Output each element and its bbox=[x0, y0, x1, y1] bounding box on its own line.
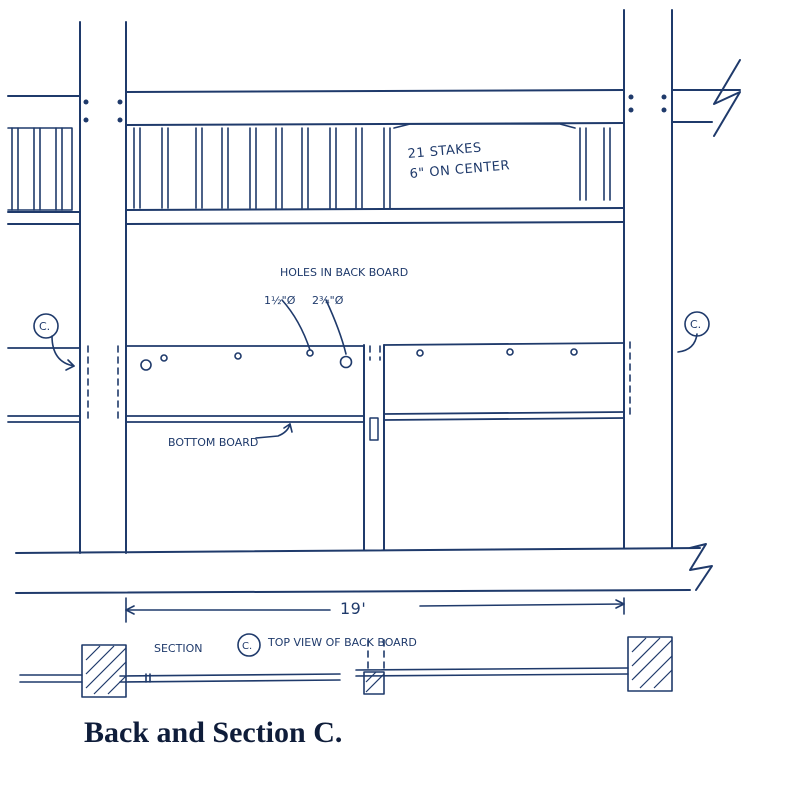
section-hatching bbox=[85, 637, 673, 695]
section-marker-left: C. bbox=[39, 320, 50, 333]
holes-label: HOLES IN BACK BOARD bbox=[280, 266, 408, 279]
bottom-board-label: BOTTOM BOARD bbox=[168, 436, 258, 449]
ground-lines bbox=[15, 543, 713, 594]
dimension-label: 19' bbox=[340, 599, 366, 618]
section-plan bbox=[19, 636, 673, 698]
post-right bbox=[623, 9, 673, 549]
section-circle-label: C. bbox=[242, 641, 252, 652]
stakes-label-line1: 21 STAKES bbox=[407, 141, 482, 162]
dimension-line bbox=[125, 597, 625, 623]
bolts bbox=[83, 94, 667, 123]
figure-caption: Back and Section C. bbox=[84, 716, 343, 749]
hole-size-large: 2¾"Ø bbox=[312, 294, 344, 307]
stakes-label-line2: 6" ON CENTER bbox=[409, 158, 511, 182]
hidden-lines bbox=[87, 341, 631, 669]
leader-lines bbox=[51, 299, 698, 439]
section-marker-circles bbox=[33, 311, 710, 657]
stakes bbox=[7, 123, 611, 211]
hole-size-small: 1½"Ø bbox=[264, 294, 296, 307]
board-holes bbox=[140, 348, 578, 371]
stake-base-rail bbox=[7, 207, 625, 225]
section-description: TOP VIEW OF BACK BOARD bbox=[267, 636, 417, 649]
section-marker-right: C. bbox=[690, 318, 701, 331]
post-center bbox=[363, 344, 385, 551]
section-word: SECTION bbox=[154, 642, 202, 655]
back-board bbox=[7, 223, 625, 423]
